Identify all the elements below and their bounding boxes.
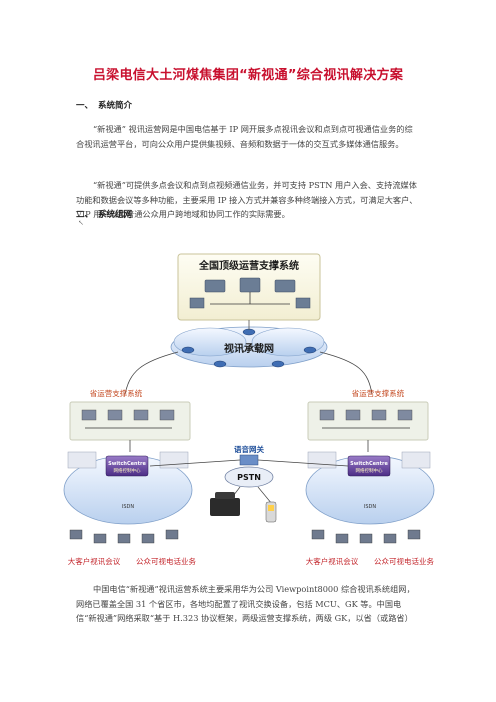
top-server-icons bbox=[189, 277, 311, 309]
paragraph-intro: “新视通” 视讯运营网是中国电信基于 IP 网开展多点视讯会议和点到点可视通信业… bbox=[76, 124, 413, 149]
right-province-label: 省运营支撑系统 bbox=[352, 388, 405, 398]
left-switchcentre bbox=[105, 455, 149, 477]
phone-icon bbox=[210, 492, 240, 516]
section-number: 一、 bbox=[76, 101, 94, 111]
left-province-label: 省运营支撑系统 bbox=[90, 388, 143, 398]
top-system-label: 全国顶级运营支撑系统 bbox=[198, 259, 299, 272]
paragraph-network: 中国电信“新视通”视讯运营系统主要采用华为公司 Viewpoint8000 综合… bbox=[76, 584, 415, 623]
document-title: 吕梁电信大土河煤焦集团“新视通”综合视讯解决方案 bbox=[92, 68, 404, 83]
left-switchcentre-sub: 网络控制中心 bbox=[114, 467, 141, 474]
section-heading-1: 一、系统简介 bbox=[76, 99, 132, 111]
right-switchcentre-label: SwitchCentre bbox=[350, 461, 388, 467]
right-endpoints bbox=[311, 529, 421, 544]
left-endpoints bbox=[69, 529, 179, 544]
gateway-label: 语音网关 bbox=[234, 444, 264, 454]
anchor-icon: ↖ bbox=[78, 219, 84, 227]
section-title: 系统组网 bbox=[98, 210, 133, 220]
left-province-box bbox=[69, 401, 191, 441]
mobile-phone-icon bbox=[265, 501, 277, 523]
gateway-icon bbox=[239, 454, 259, 466]
bottom-label-1: 大客户视讯会议 bbox=[68, 556, 121, 566]
pstn-cloud bbox=[224, 466, 274, 488]
bottom-label-2: 公众可视电话业务 bbox=[136, 556, 196, 566]
right-province-box bbox=[307, 401, 429, 441]
paragraph-features: “新视通”可提供多点会议和点到点视频通信业务，并可支持 PSTN 用户入会、支持… bbox=[76, 180, 418, 219]
router-icons bbox=[181, 328, 317, 368]
right-pc-icons bbox=[319, 409, 413, 421]
left-isdn-label: ISDN bbox=[122, 504, 134, 510]
right-isdn-label: ISDN bbox=[364, 504, 376, 510]
section-heading-2: 二、系统组网 bbox=[76, 208, 132, 220]
right-switchcentre-sub: 网络控制中心 bbox=[356, 467, 383, 474]
left-switchcentre-label: SwitchCentre bbox=[108, 461, 146, 467]
bottom-label-4: 公众可视电话业务 bbox=[374, 556, 434, 566]
pstn-label: PSTN bbox=[237, 473, 261, 482]
backbone-label: 视讯承载网 bbox=[224, 342, 274, 355]
left-pc-icons bbox=[81, 409, 175, 421]
section-title: 系统简介 bbox=[98, 101, 133, 111]
section-number: 二、 bbox=[76, 210, 94, 220]
bottom-label-3: 大客户视讯会议 bbox=[306, 556, 359, 566]
network-diagram: 全国顶级运营支撑系统 视讯承载网 省运营支撑系 bbox=[63, 253, 434, 566]
